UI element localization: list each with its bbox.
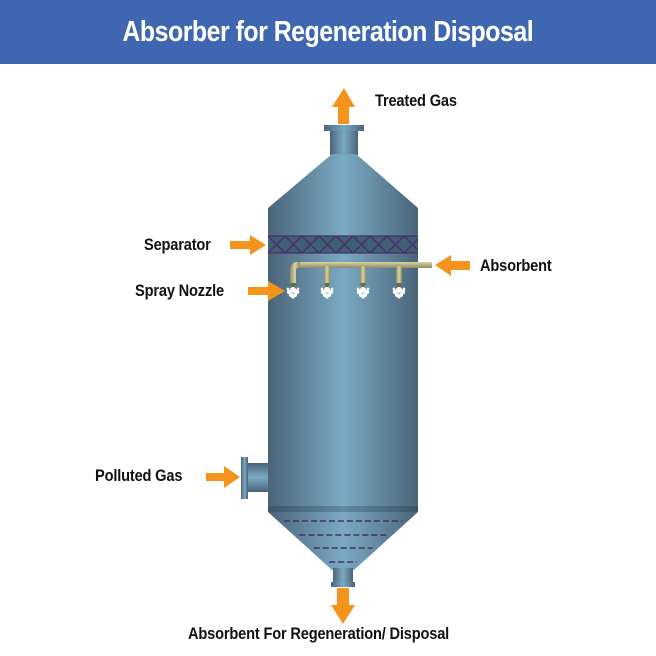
treated-gas-arrow-icon [332,88,355,124]
spray-nozzle-icon [286,283,300,299]
outlet-arrow-icon [331,588,355,624]
title-banner: Absorber for Regeneration Disposal [0,0,656,64]
spray-nozzle-icon [356,283,370,299]
page-title: Absorber for Regeneration Disposal [122,15,534,48]
absorbent-arrow-icon [435,255,470,276]
label-separator: Separator [144,235,211,254]
top-outlet-nozzle [324,125,364,155]
bottom-outlet-nozzle [331,568,355,587]
label-polluted-gas: Polluted Gas [95,466,183,485]
vessel-bottom-band [268,506,418,512]
label-treated-gas: Treated Gas [375,91,457,110]
top-cone [268,154,418,208]
polluted-gas-inlet [241,457,268,499]
label-outlet: Absorbent For Regeneration/ Disposal [188,624,450,643]
spray-nozzles [286,283,406,299]
bottom-cone-dashed-lines [283,520,403,563]
polluted-gas-arrow-icon [206,466,240,488]
separator-mesh [268,235,418,254]
absorbent-pipe [290,262,432,283]
label-absorbent: Absorbent [480,256,552,275]
vessel-body [268,208,418,508]
spray-nozzle-arrow-icon [248,281,285,301]
spray-nozzle-icon [392,283,406,299]
separator-arrow-icon [230,235,266,255]
bottom-cone [268,512,418,570]
spray-nozzle-icon [320,283,334,299]
label-spray-nozzle: Spray Nozzle [135,281,224,300]
